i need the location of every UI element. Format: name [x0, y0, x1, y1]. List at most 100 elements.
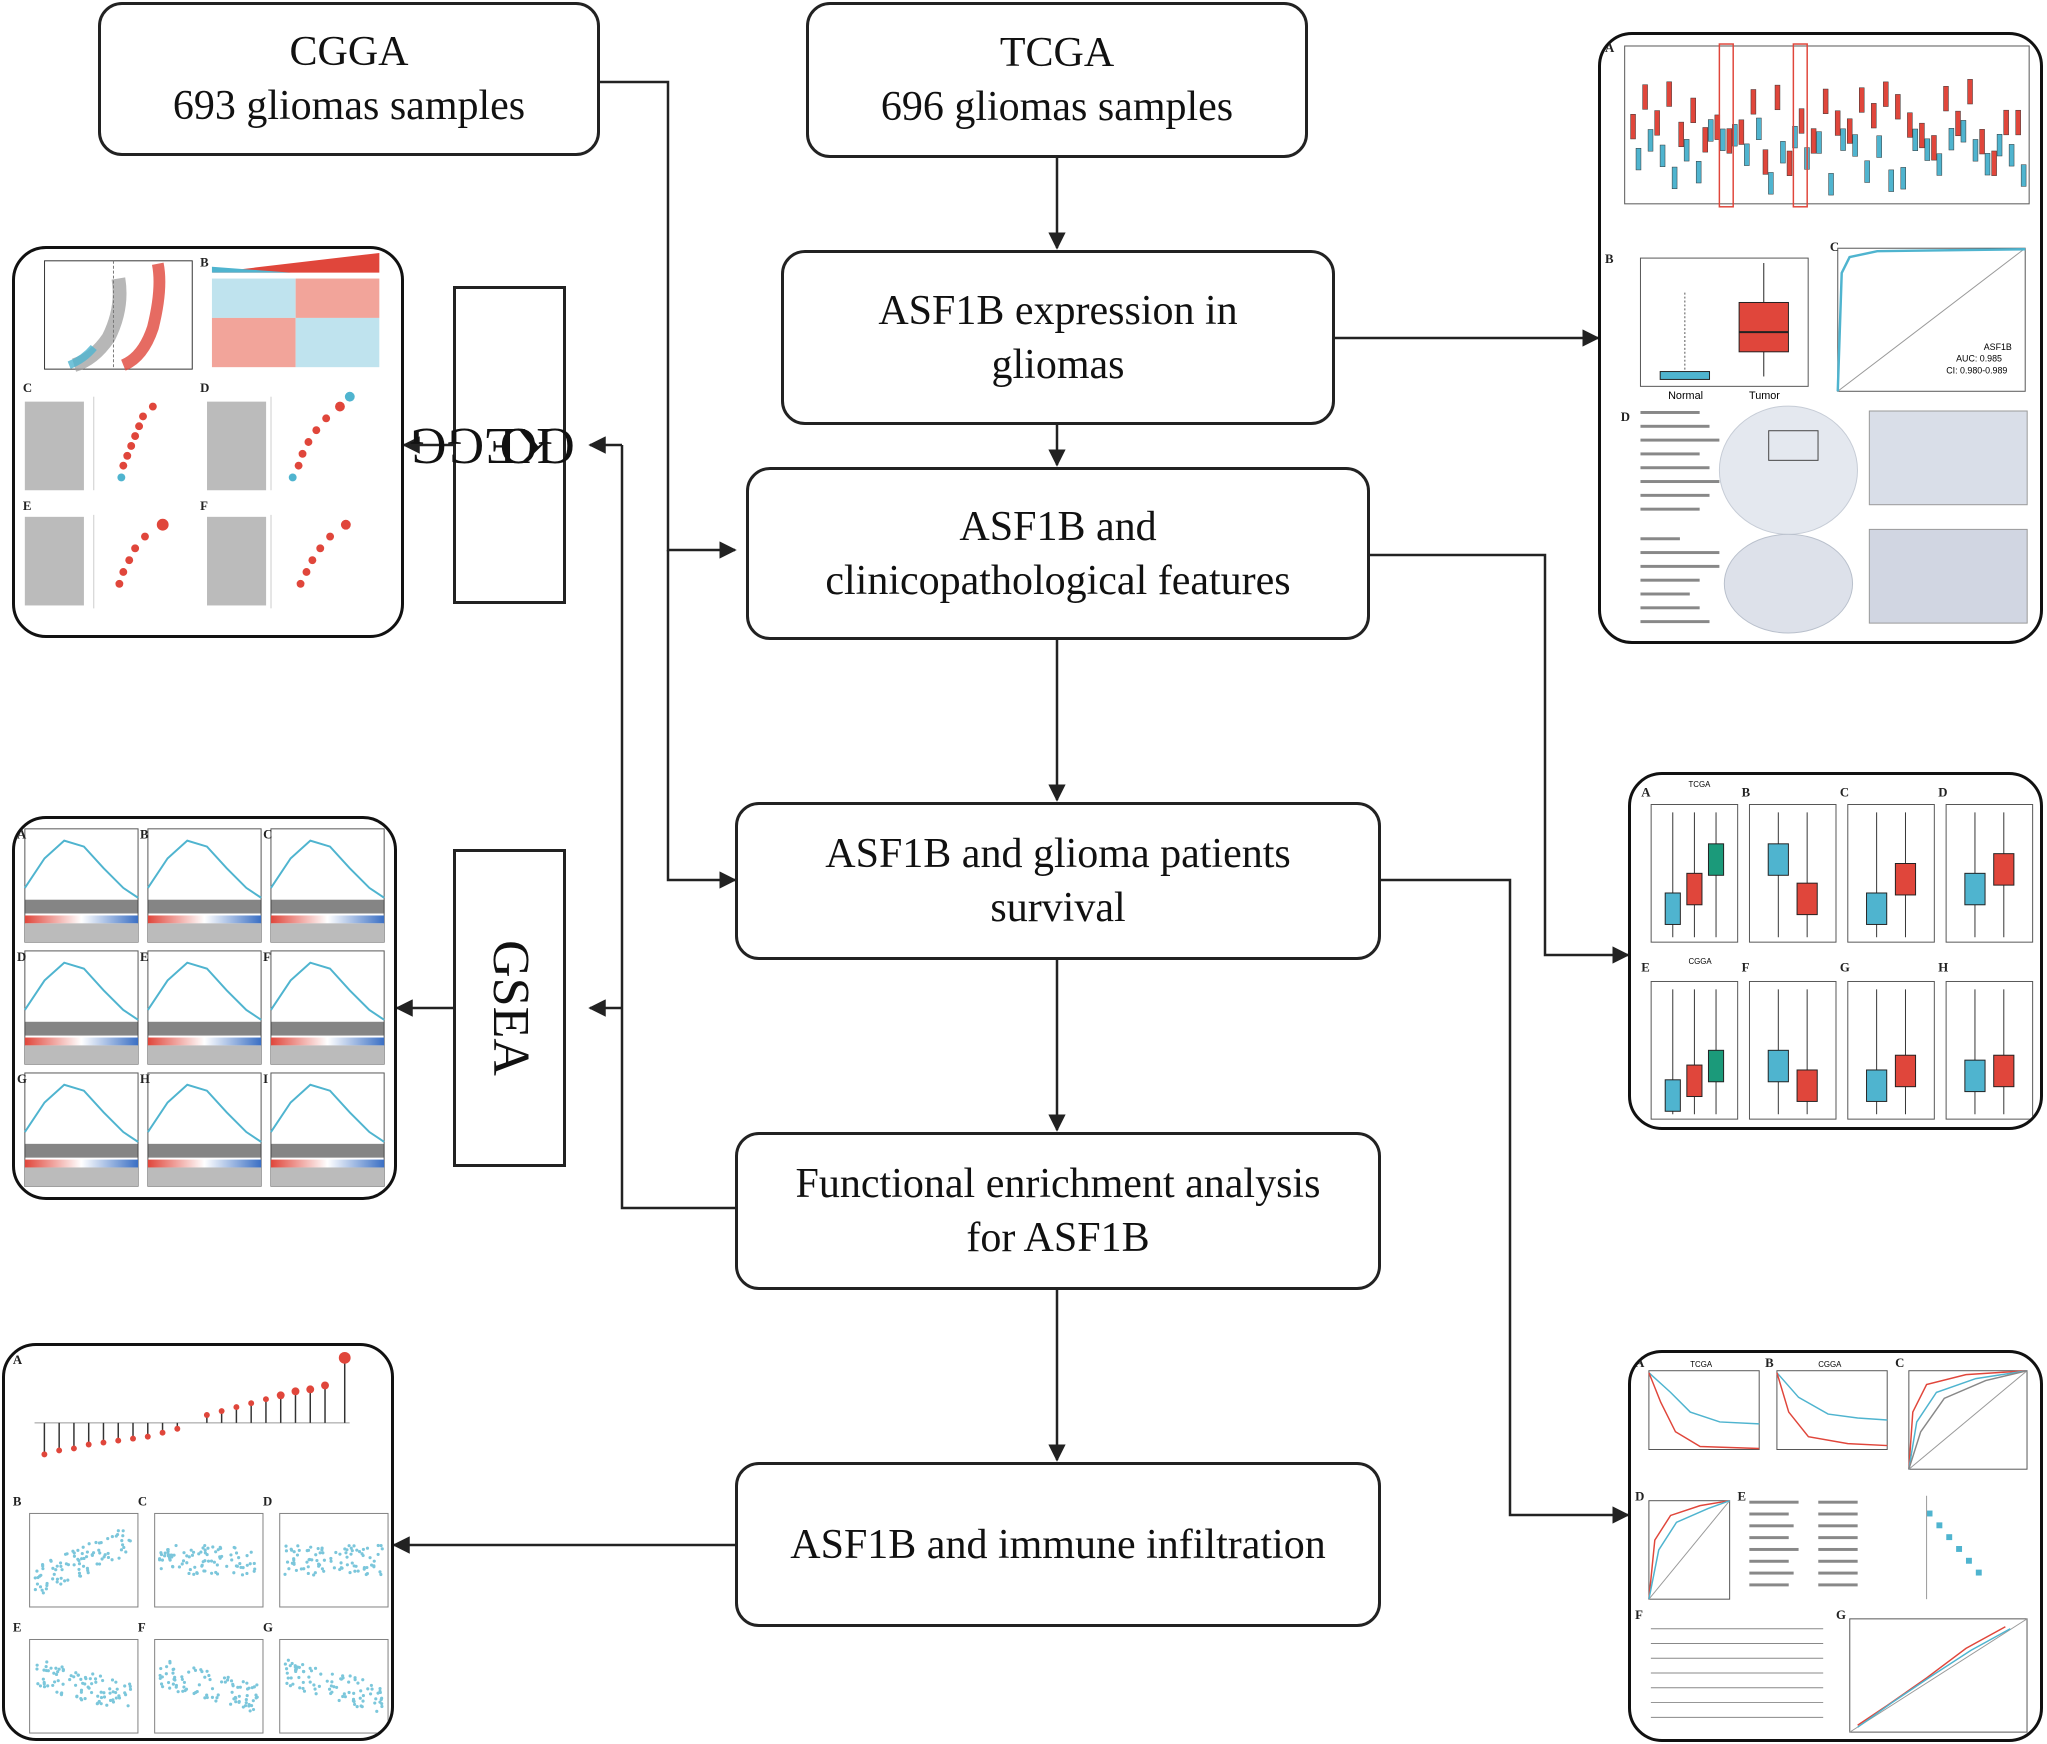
scatter-point: [359, 1689, 363, 1693]
gsea-letter-b: B: [140, 828, 149, 842]
clinical-box: [1796, 882, 1818, 916]
pan-box-normal: [1864, 160, 1870, 183]
pan-box-normal: [1960, 120, 1967, 143]
scatter-point: [108, 1691, 112, 1695]
scatter-point: [357, 1550, 362, 1554]
clinical-plot-frame: [1748, 804, 1837, 943]
scatter-frame: [29, 1512, 139, 1608]
scatter-point: [292, 1562, 296, 1566]
scatter-point: [203, 1543, 207, 1548]
clinical-box: [1664, 1079, 1681, 1112]
scatter-point: [320, 1548, 324, 1552]
clinical-box: [1686, 872, 1703, 906]
clinical-box: [1964, 872, 1986, 906]
scatter-point: [66, 1578, 70, 1582]
scatter-point: [119, 1548, 124, 1552]
scatter-point: [99, 1690, 103, 1694]
scatter-point: [81, 1545, 85, 1549]
scatter-point: [248, 1562, 252, 1566]
scatter-point: [171, 1564, 175, 1568]
gsea-letter-e: E: [140, 950, 149, 964]
scatter-point: [103, 1553, 107, 1557]
scatter-point: [121, 1529, 125, 1533]
scatter-point: [335, 1685, 339, 1689]
scatter-point: [292, 1550, 296, 1554]
scatter-point: [117, 1694, 121, 1698]
scatter-point: [203, 1696, 207, 1700]
scatter-point: [220, 1680, 224, 1684]
scatter-point: [249, 1550, 253, 1554]
normal-label: Normal: [1668, 390, 1703, 402]
scatter-point: [330, 1672, 334, 1676]
scatter-point: [114, 1696, 118, 1700]
clinical-box: [1866, 1069, 1888, 1102]
scatter-point: [95, 1562, 99, 1566]
scatter-point: [158, 1676, 162, 1681]
scatter-point: [330, 1680, 334, 1684]
scatter-point: [200, 1564, 204, 1568]
scatter-point: [339, 1566, 343, 1570]
pan-box-tumor: [1774, 84, 1781, 111]
gsea-letter-h: H: [140, 1072, 150, 1086]
scatter-point: [210, 1687, 215, 1691]
scatter-point: [86, 1685, 90, 1689]
scatter-point: [244, 1701, 248, 1705]
scatter-point: [41, 1677, 45, 1681]
scatter-point: [54, 1672, 59, 1677]
scatter-point: [33, 1576, 37, 1580]
scatter-point: [209, 1559, 214, 1563]
gsea-letter-c: C: [263, 828, 272, 842]
scatter-point: [299, 1567, 303, 1571]
scatter-point: [45, 1660, 49, 1664]
pan-box-normal: [1816, 131, 1822, 154]
forest-table: [1749, 1500, 1858, 1587]
scatter-point: [52, 1671, 56, 1675]
scatter-point: [114, 1690, 118, 1695]
scatter-point: [181, 1559, 186, 1563]
scatter-point: [159, 1567, 163, 1571]
pan-box-tumor: [1931, 135, 1937, 161]
scatter-point: [41, 1567, 45, 1571]
gsea-letter-i: I: [263, 1072, 268, 1086]
pan-box-normal: [1924, 138, 1931, 161]
scatter-point: [375, 1709, 379, 1713]
pan-box-tumor: [1822, 88, 1829, 114]
immune-scatter-plots: [29, 1512, 389, 1734]
scatter-point: [247, 1703, 251, 1707]
cgga-samples: 693 gliomas samples: [172, 83, 526, 129]
tcga-samples: 696 gliomas samples: [880, 84, 1234, 130]
survival-line2: survival: [990, 885, 1126, 931]
scatter-point: [255, 1683, 259, 1687]
scatter-point: [60, 1665, 64, 1669]
scatter-point: [351, 1699, 355, 1703]
scatter-point: [94, 1680, 98, 1684]
scatter-point: [313, 1687, 317, 1691]
cgga-title: CGGA: [289, 29, 409, 75]
pan-box-normal: [1707, 119, 1714, 142]
scatter-frame: [279, 1638, 389, 1734]
scatter-point: [205, 1695, 209, 1700]
scatter-point: [181, 1689, 185, 1693]
scatter-point: [318, 1551, 322, 1555]
scatter-point: [238, 1562, 242, 1566]
clin-letter-f: F: [1742, 961, 1750, 975]
scatter-point: [59, 1576, 63, 1580]
arrow-cgga-to-survival: [666, 550, 737, 889]
scatter-point: [114, 1534, 118, 1538]
scatter-point: [208, 1677, 212, 1682]
scatter-point: [297, 1665, 301, 1670]
scatter-point: [334, 1550, 338, 1555]
clinical-plot-frame: [1847, 804, 1935, 943]
pan-box-normal: [1984, 153, 1991, 176]
scatter-point: [106, 1551, 110, 1555]
scatter-point: [121, 1543, 125, 1547]
scatter-point: [189, 1548, 193, 1552]
scatter-point: [376, 1543, 380, 1548]
scatter-point: [366, 1687, 370, 1691]
pan-box-tumor: [1690, 97, 1696, 123]
scatter-point: [35, 1667, 39, 1671]
pan-box-tumor: [1895, 94, 1901, 120]
scatter-point: [123, 1691, 127, 1695]
scatter-point: [240, 1573, 245, 1577]
scatter-point: [195, 1571, 199, 1575]
